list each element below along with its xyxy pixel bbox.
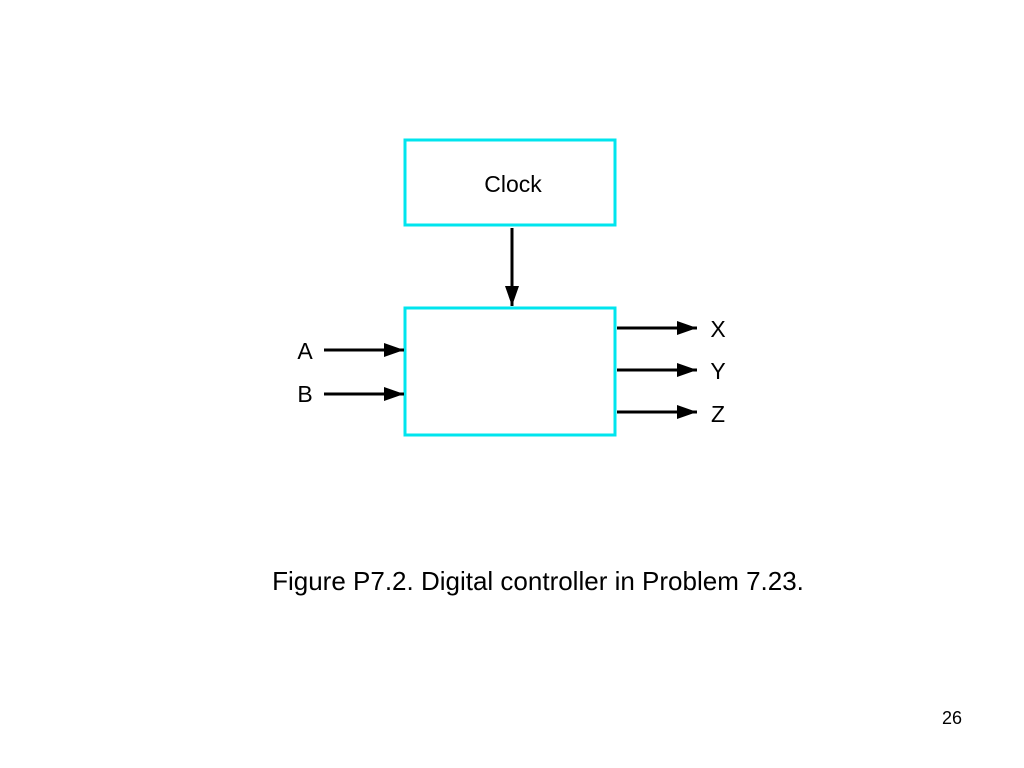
clock-box xyxy=(403,138,617,227)
input-a-arrowhead xyxy=(384,343,404,357)
figure-caption: Figure P7.2. Digital controller in Probl… xyxy=(272,566,804,596)
output-x-label: X xyxy=(710,316,725,342)
output-z-arrowhead xyxy=(677,405,697,419)
input-b-arrowhead xyxy=(384,387,404,401)
input-a-label: A xyxy=(297,338,313,364)
page-number: 26 xyxy=(941,708,962,728)
output-x-arrowhead xyxy=(677,321,697,335)
controller-box xyxy=(403,306,617,437)
output-y-label: Y xyxy=(710,358,725,384)
clock-label: Clock xyxy=(484,171,542,197)
output-z-label: Z xyxy=(711,401,725,427)
clock-arrowhead xyxy=(505,286,519,306)
input-b-label: B xyxy=(297,381,312,407)
output-y-arrowhead xyxy=(677,363,697,377)
